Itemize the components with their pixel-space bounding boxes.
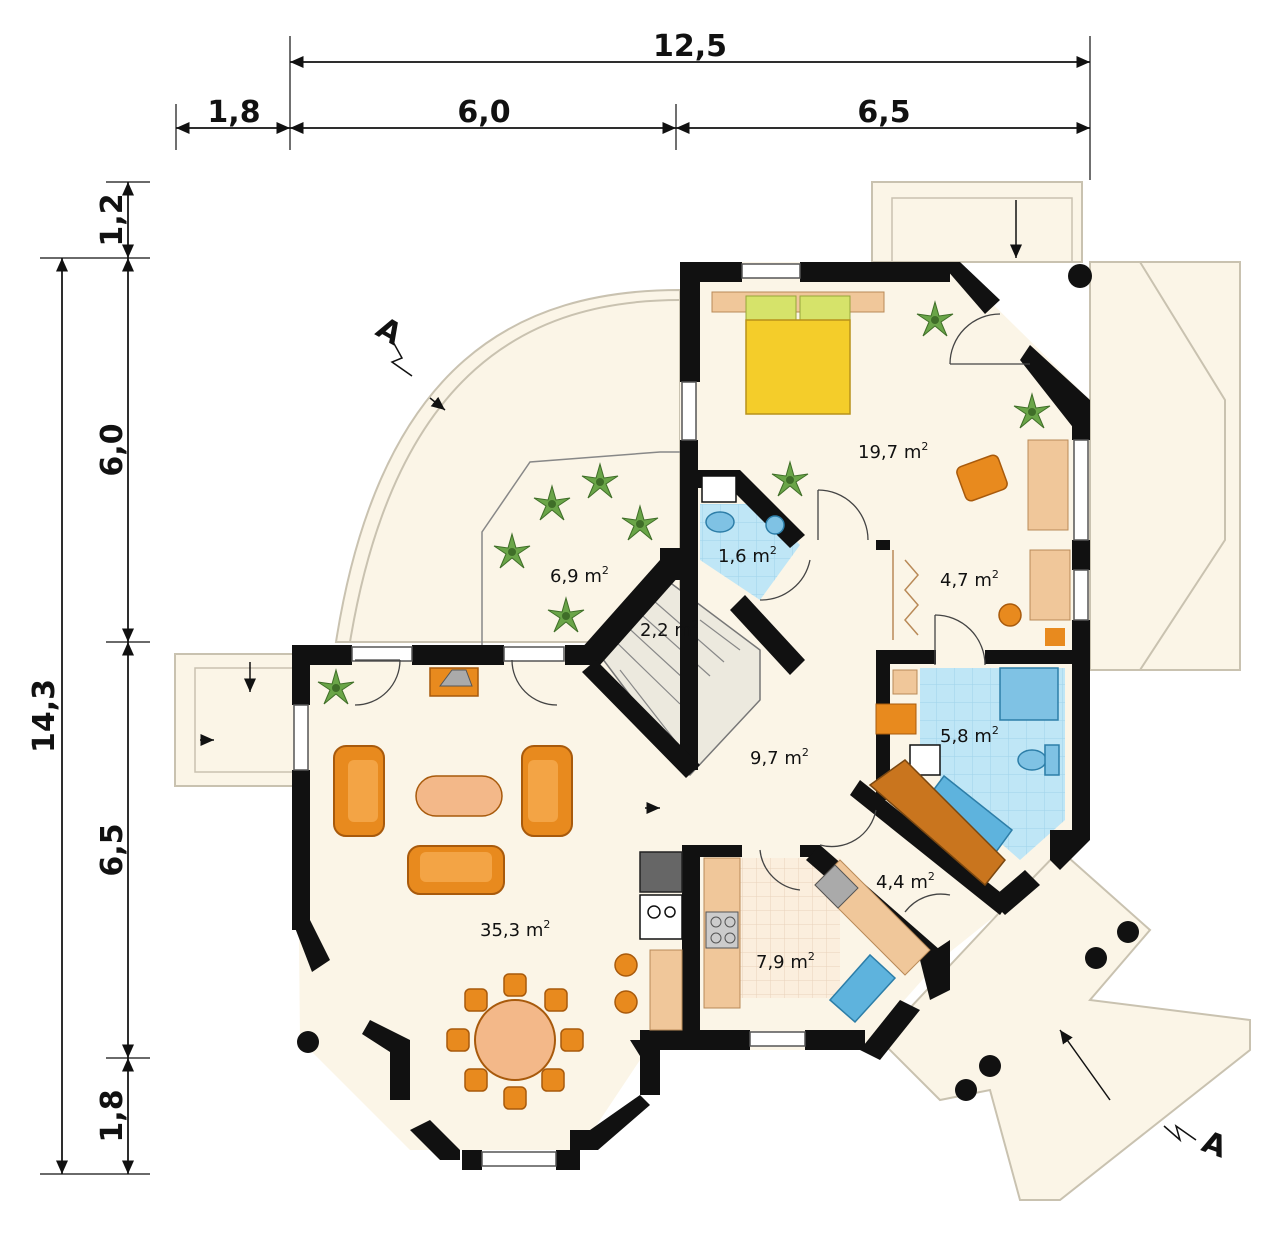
dimension-left-segments: 1,2 6,0 6,5 1,8 [95,181,150,1174]
dimension-top-overall: 12,5 [289,29,1091,180]
dimension-left-overall: 14,3 [27,257,150,1175]
area-label-wc: 1,6 m2 [718,544,777,567]
door-swings [354,313,1030,913]
coffee-table [415,775,503,817]
section-label-top: A [370,311,408,353]
area-label-hall: 9,7 m2 [750,746,809,769]
dimension-label-left-4: 1,8 [95,1089,130,1142]
armchair [956,454,1008,502]
windows [293,263,1089,1167]
section-marker-top: A [370,311,413,377]
area-label-bedroom: 19,7 m2 [858,440,928,463]
dimension-label-top-1: 1,8 [207,95,260,130]
bed [711,291,885,313]
area-label-kitchen: 7,9 m2 [756,950,815,973]
area-label-bathroom: 5,8 m2 [940,724,999,747]
area-label-staircase: 2,2 m2 [640,618,699,641]
area-label-winter-garden: 6,9 m2 [550,564,609,587]
desk [1027,439,1069,531]
room-labels: 19,7 m2 4,7 m2 5,8 m2 1,6 m2 6,9 m2 2,2 … [480,440,999,973]
dimension-label-top-2: 6,0 [457,95,510,130]
area-label-vestibule: 4,4 m2 [876,870,935,893]
section-marker-bottom: A [1163,1124,1232,1166]
dimension-top-segments: 1,8 6,0 6,5 [175,95,1090,150]
furniture [297,264,1139,1110]
dimension-label-left-2: 6,0 [95,423,130,476]
dimension-label-overall-height: 14,3 [27,679,62,753]
section-label-bottom: A [1197,1125,1232,1166]
kitchen-sink [828,953,897,1024]
dimension-label-overall-width: 12,5 [653,29,727,64]
dimension-label-left-1: 1,2 [95,193,130,246]
dimension-label-left-3: 6,5 [95,823,130,876]
area-label-living-room: 35,3 m2 [480,918,550,941]
dining-table [474,999,556,1081]
kitchen-counter [649,949,683,1031]
stair-arrows [200,200,1111,1101]
dimension-label-top-3: 6,5 [857,95,910,130]
area-label-closet: 4,7 m2 [940,568,999,591]
shower-cabin [999,667,1059,721]
